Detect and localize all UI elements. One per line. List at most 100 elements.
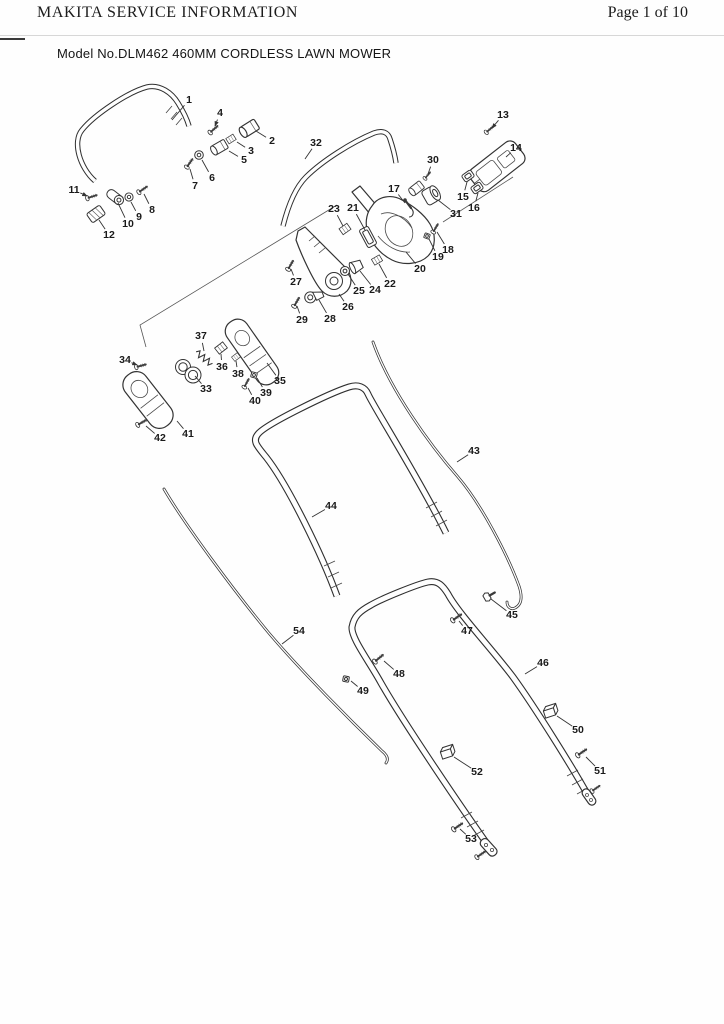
leader-line-20 — [405, 251, 416, 264]
callout-label-47: 47 — [461, 625, 473, 637]
callout-label-11: 11 — [68, 184, 79, 196]
leader-line-47 — [458, 620, 463, 626]
callout-label-38: 38 — [232, 368, 244, 380]
part-glyph-block — [338, 222, 352, 236]
part-glyph-screw — [575, 748, 588, 759]
leader-line-17 — [397, 194, 406, 204]
leader-line-12 — [98, 219, 106, 230]
callout-label-42: 42 — [154, 432, 166, 444]
callout-label-27: 27 — [290, 276, 302, 288]
leader-line-10 — [117, 202, 126, 218]
assembly-line — [139, 204, 338, 348]
callout-label-52: 52 — [471, 766, 483, 778]
callout-label-41: 41 — [182, 428, 194, 440]
part-glyph-clip3d — [439, 743, 456, 760]
leader-line-19 — [428, 238, 436, 251]
callout-label-23: 23 — [328, 203, 340, 215]
callout-label-26: 26 — [342, 301, 354, 313]
part-glyph-screw — [85, 193, 98, 202]
leader-line-28 — [318, 299, 327, 314]
part-glyph-screw — [430, 223, 440, 235]
leader-line-14 — [505, 152, 512, 158]
leader-line-11 — [80, 192, 88, 197]
leader-line-33 — [194, 375, 202, 384]
leader-line-7 — [189, 168, 194, 180]
leader-line-41 — [176, 420, 184, 429]
leg-end-plate — [479, 788, 597, 857]
leader-line-21 — [355, 213, 366, 231]
part-glyph-ribbed — [86, 205, 106, 223]
leader-line-37 — [201, 342, 205, 352]
callout-label-45: 45 — [506, 609, 518, 621]
part-glyph-grommet — [175, 359, 202, 384]
housing-cover-41 — [122, 371, 174, 429]
grip-hatch — [165, 105, 183, 126]
grip-hatch — [323, 501, 448, 589]
leader-line-35 — [266, 362, 277, 376]
doc-title: MAKITA SERVICE INFORMATION — [37, 4, 299, 21]
callout-label-9: 9 — [136, 211, 142, 223]
leader-line-4 — [214, 119, 219, 127]
upper-handle-44 — [251, 382, 450, 598]
leader-line-8 — [143, 193, 150, 204]
leader-line-25 — [347, 273, 356, 286]
callout-label-46: 46 — [537, 657, 549, 669]
callout-label-35: 35 — [274, 375, 286, 387]
callout-label-24: 24 — [369, 284, 381, 296]
callout-label-22: 22 — [384, 278, 396, 290]
part-glyph-washer — [194, 150, 204, 160]
part-glyph-screw — [136, 185, 148, 196]
leader-line-45 — [490, 598, 507, 612]
part-glyph-screw — [451, 822, 464, 833]
part-glyph-washer — [124, 192, 134, 202]
leader-line-3 — [236, 141, 246, 148]
leader-line-40 — [247, 387, 253, 396]
leader-line-39 — [256, 377, 263, 388]
callout-label-19: 19 — [432, 251, 444, 263]
part-glyph-screw — [134, 362, 147, 371]
leader-line-50 — [556, 715, 573, 727]
part-glyph-screw — [135, 418, 148, 428]
leader-line-42 — [145, 425, 155, 434]
callout-label-28: 28 — [324, 313, 336, 325]
callout-label-1: 1 — [186, 94, 192, 106]
part-glyph-nut — [250, 371, 258, 379]
part-glyph-block — [225, 133, 237, 145]
leader-line-26 — [338, 293, 345, 302]
callout-label-36: 36 — [216, 361, 228, 373]
leader-line-2 — [255, 130, 267, 138]
leader-line-54 — [281, 634, 294, 645]
part-glyph-screw — [183, 158, 194, 170]
leader-line-5 — [228, 150, 239, 157]
part-glyph-plate — [359, 226, 377, 248]
callout-label-51: 51 — [594, 765, 606, 777]
part-glyph-block — [370, 254, 384, 266]
leader-line-52 — [453, 756, 472, 769]
leader-line-15 — [464, 181, 468, 191]
handle-rod-32 — [280, 128, 399, 227]
callout-label-37: 37 — [195, 330, 207, 342]
leader-line-29 — [296, 305, 301, 314]
leader-line-30 — [427, 166, 432, 175]
part-glyph-block — [214, 341, 228, 355]
callout-label-20: 20 — [414, 263, 426, 275]
small-parts-layer — [85, 118, 601, 861]
callout-label-4: 4 — [217, 107, 223, 119]
leader-line-44 — [311, 509, 326, 518]
callout-label-10: 10 — [122, 218, 134, 230]
part-glyph-cone — [348, 259, 364, 275]
part-glyph-block — [231, 352, 241, 362]
callout-label-5: 5 — [241, 154, 247, 166]
callout-label-44: 44 — [325, 500, 337, 512]
callout-label-49: 49 — [357, 685, 369, 697]
callout-label-34: 34 — [119, 354, 131, 366]
callout-label-53: 53 — [465, 833, 477, 845]
callout-label-31: 31 — [450, 208, 462, 220]
part-glyph-lever10 — [106, 189, 125, 206]
leader-line-27 — [290, 268, 294, 276]
leader-line-53 — [459, 828, 467, 835]
leader-line-48 — [383, 660, 395, 670]
callout-label-48: 48 — [393, 668, 405, 680]
callout-label-21: 21 — [347, 202, 359, 214]
